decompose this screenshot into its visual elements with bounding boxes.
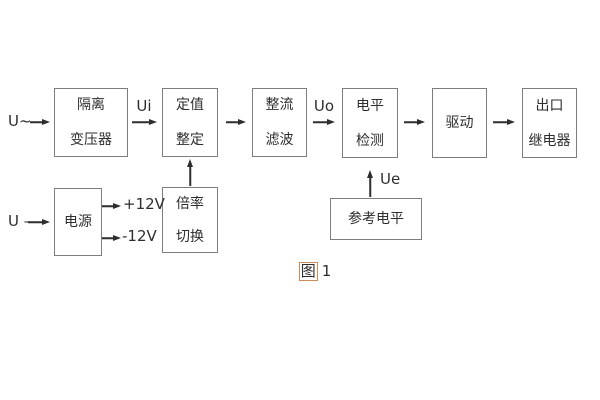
label-dc-input: U – <box>8 212 32 230</box>
arrow-shaft <box>226 121 240 123</box>
arrow-ac-input-to-transformer <box>30 118 50 126</box>
arrow-driver-to-relay <box>493 118 515 126</box>
arrow-head-icon <box>417 119 425 125</box>
arrow-shaft <box>28 221 44 223</box>
arrow-shaft <box>313 121 329 123</box>
block-reference-level: 参考电平 <box>330 198 422 240</box>
arrow-level-to-driver <box>404 118 425 126</box>
arrow-head-icon <box>238 119 246 125</box>
block-setting-adjust: 定值 整定 <box>162 88 218 157</box>
block-multiplier-switch: 倍率 切换 <box>162 187 218 253</box>
arrow-shaft <box>30 121 44 123</box>
arrow-shaft <box>102 237 115 239</box>
arrow-shaft <box>493 121 509 123</box>
arrow-head-icon <box>187 159 193 167</box>
figure-caption: 图 1 <box>285 262 345 281</box>
arrow-power-pos-rail <box>102 202 121 210</box>
label-ue: Ue <box>380 170 401 188</box>
arrow-head-icon <box>149 119 157 125</box>
label-neg-12v: -12V <box>122 227 157 245</box>
arrow-rectifier-to-level <box>313 118 335 126</box>
block-label-line: 电源 <box>64 214 92 230</box>
arrow-multiplier-to-setting <box>186 159 194 186</box>
block-label-line: 滤波 <box>265 132 294 148</box>
arrow-shaft <box>102 205 115 207</box>
arrow-shaft <box>132 121 151 123</box>
arrow-head-icon <box>113 203 121 209</box>
arrow-head-icon <box>42 119 50 125</box>
block-label-line: 变压器 <box>70 132 112 148</box>
arrow-head-icon <box>507 119 515 125</box>
arrow-head-icon <box>367 170 373 178</box>
block-rectifier-filter: 整流 滤波 <box>252 88 307 157</box>
block-level-detection: 电平 检测 <box>342 88 398 158</box>
block-label-line: 出口 <box>535 97 564 114</box>
block-label-line: 驱动 <box>445 115 474 131</box>
block-isolation-transformer: 隔离 变压器 <box>54 88 128 157</box>
block-label-line: 参考电平 <box>348 211 404 227</box>
label-ac-input: U~ <box>8 112 32 130</box>
block-label-line: 继电器 <box>528 132 571 149</box>
block-driver: 驱动 <box>432 88 487 158</box>
block-label-line: 切换 <box>176 228 204 245</box>
figure-caption-number: 1 <box>321 262 332 280</box>
arrow-shaft <box>189 165 191 186</box>
label-ui: Ui <box>136 97 152 115</box>
block-power-supply: 电源 <box>54 188 102 256</box>
block-label-line: 整定 <box>176 132 204 148</box>
block-label-line: 整流 <box>265 97 294 113</box>
block-output-relay: 出口 继电器 <box>522 88 577 158</box>
arrow-head-icon <box>327 119 335 125</box>
block-label-line: 定值 <box>176 97 204 113</box>
arrow-shaft <box>404 121 419 123</box>
block-label-line: 倍率 <box>176 195 204 212</box>
arrow-transformer-to-setting <box>132 118 157 126</box>
label-uo: Uo <box>313 97 335 115</box>
arrow-head-icon <box>42 219 50 225</box>
block-label-line: 隔离 <box>77 97 105 113</box>
figure-caption-char: 图 <box>298 262 318 281</box>
arrow-shaft <box>369 176 371 197</box>
label-pos-12v: +12V <box>123 195 165 213</box>
arrow-power-neg-rail <box>102 234 121 242</box>
block-label-line: 电平 <box>356 97 384 114</box>
arrow-setting-to-rectifier <box>226 118 246 126</box>
arrow-head-icon <box>113 235 121 241</box>
arrow-dc-input-to-power <box>28 218 50 226</box>
block-label-line: 检测 <box>356 132 384 149</box>
arrow-reference-to-level <box>366 170 374 197</box>
